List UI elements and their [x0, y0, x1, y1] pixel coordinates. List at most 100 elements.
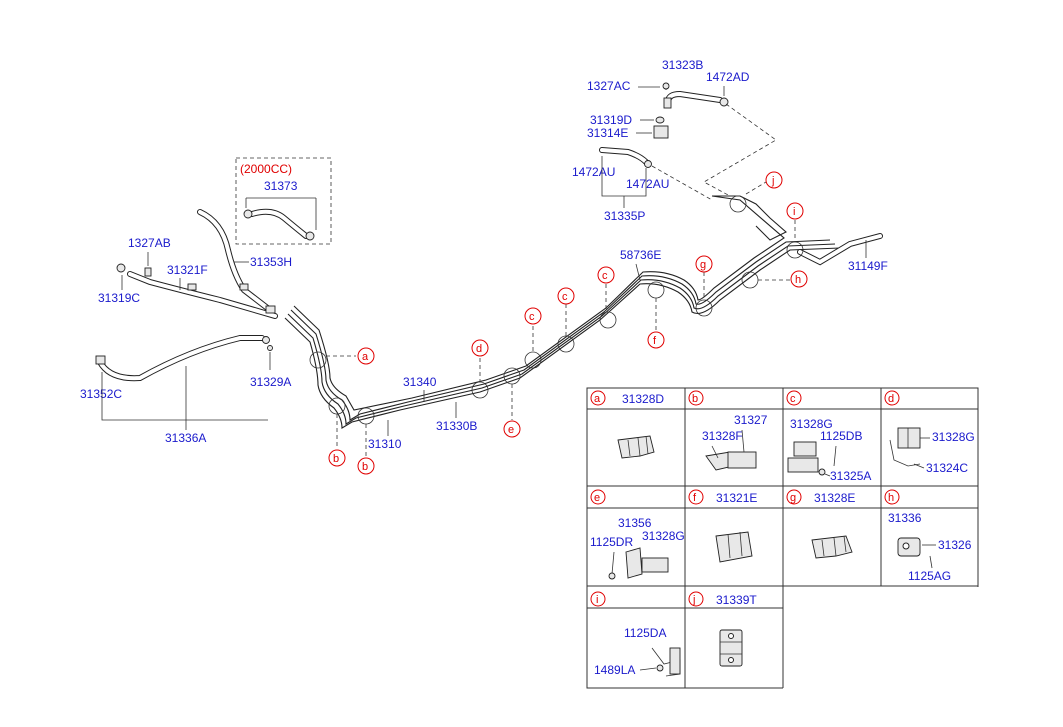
svg-text:1489LA: 1489LA — [594, 663, 635, 677]
legend-table — [586, 387, 979, 689]
svg-text:31339T: 31339T — [716, 593, 757, 607]
hose-31321F — [116, 263, 278, 319]
svg-text:g: g — [700, 259, 706, 271]
callout-i: i — [786, 202, 804, 220]
part-label-1472AU-left: 1472AU — [572, 165, 615, 179]
svg-text:31327: 31327 — [734, 413, 768, 427]
part-label-31319D: 31319D — [590, 113, 632, 127]
svg-text:c: c — [529, 311, 535, 323]
svg-text:h: h — [795, 274, 801, 286]
svg-text:31328G: 31328G — [790, 417, 833, 431]
svg-text:1125DR: 1125DR — [590, 535, 633, 549]
legend-cell-e: e 31356 1125DR 31328G — [590, 489, 685, 580]
hose-31353H — [197, 209, 273, 313]
callout-b2: b — [357, 457, 375, 475]
callout-c3: c — [597, 266, 615, 284]
hose-31323B — [663, 90, 729, 109]
svg-text:d: d — [888, 393, 894, 405]
part-label-31321F: 31321F — [167, 263, 208, 277]
svg-text:f: f — [653, 335, 657, 347]
part-label-31314E: 31314E — [587, 126, 628, 140]
svg-text:c: c — [790, 393, 796, 405]
callout-c1: c — [524, 307, 542, 325]
svg-text:b: b — [333, 453, 339, 465]
callout-b1: b — [328, 449, 346, 467]
hose-31335P — [599, 147, 652, 168]
svg-text:d: d — [476, 343, 482, 355]
legend-cell-h: h 31336 31326 1125AG — [884, 489, 972, 583]
svg-text:31325A: 31325A — [830, 469, 871, 483]
svg-text:31328F: 31328F — [702, 429, 743, 443]
svg-text:31328G: 31328G — [642, 529, 685, 543]
part-label-31340: 31340 — [403, 375, 437, 389]
svg-text:c: c — [562, 291, 568, 303]
svg-text:31328E: 31328E — [814, 491, 855, 505]
part-label-31336A: 31336A — [165, 431, 206, 445]
svg-text:1125DA: 1125DA — [624, 626, 666, 640]
svg-text:j: j — [771, 175, 774, 187]
part-label-31330B: 31330B — [436, 419, 477, 433]
hose-31373 — [243, 197, 317, 241]
callout-a: a — [357, 347, 375, 365]
svg-text:b: b — [692, 393, 698, 405]
callout-c2: c — [557, 287, 575, 305]
svg-text:h: h — [888, 492, 894, 504]
legend-cell-f: f 31321E — [688, 489, 757, 563]
svg-text:31336: 31336 — [888, 511, 922, 525]
svg-text:e: e — [508, 424, 514, 436]
svg-text:c: c — [602, 270, 608, 282]
svg-text:31328G: 31328G — [932, 430, 975, 444]
svg-text:a: a — [594, 393, 601, 405]
part-label-31323B: 31323B — [662, 58, 703, 72]
part-label-31353H: 31353H — [250, 255, 292, 269]
svg-text:31324C: 31324C — [926, 461, 968, 475]
svg-text:31328D: 31328D — [622, 392, 664, 406]
callout-e: e — [503, 420, 521, 438]
part-label-1472AU-right: 1472AU — [626, 177, 669, 191]
svg-text:1125AG: 1125AG — [908, 569, 951, 583]
callout-j: j — [765, 171, 783, 189]
svg-text:31356: 31356 — [618, 516, 652, 530]
svg-text:i: i — [596, 594, 598, 606]
svg-text:b: b — [362, 461, 368, 473]
hose-31336A — [95, 335, 270, 382]
part-label-1327AC: 1327AC — [587, 79, 631, 93]
svg-text:31326: 31326 — [938, 538, 972, 552]
svg-text:g: g — [790, 492, 796, 504]
legend-cell-i: i 1125DA 1489LA — [590, 591, 681, 677]
svg-text:j: j — [692, 594, 695, 606]
svg-text:f: f — [693, 492, 697, 504]
part-label-1472AD: 1472AD — [706, 70, 750, 84]
part-label-31319C: 31319C — [98, 291, 140, 305]
legend-cell-b: b 31327 31328F — [688, 390, 768, 471]
svg-text:e: e — [594, 492, 600, 504]
part-label-31373: 31373 — [264, 179, 298, 193]
part-label-31329A: 31329A — [250, 375, 291, 389]
legend-cell-g: g 31328E — [786, 489, 855, 559]
part-label-1327AB: 1327AB — [128, 236, 171, 250]
variant-box — [235, 157, 332, 245]
callout-leaders — [326, 181, 796, 456]
variant-note: (2000CC) — [240, 162, 292, 176]
part-label-58736E: 58736E — [620, 248, 661, 262]
callout-g: g — [695, 255, 713, 273]
part-label-31310: 31310 — [368, 437, 402, 451]
legend-cell-c: c 31328G 1125DB 31325A — [786, 390, 871, 483]
legend-cell-d: d 31328G 31324C — [884, 390, 975, 475]
pipe-clips — [309, 195, 804, 425]
part-label-31149F: 31149F — [848, 259, 888, 273]
main-pipe-bundle — [284, 195, 841, 429]
callout-d: d — [471, 339, 489, 357]
part-label-31352C: 31352C — [80, 387, 122, 401]
legend-cell-a: a 31328D — [590, 390, 664, 459]
legend-cell-j: j 31339T — [688, 591, 757, 667]
svg-text:1125DB: 1125DB — [820, 429, 862, 443]
hose-31149F — [797, 233, 883, 266]
svg-text:a: a — [362, 351, 369, 363]
callout-h: h — [790, 270, 808, 288]
svg-text:i: i — [793, 206, 795, 218]
svg-text:31321E: 31321E — [716, 491, 757, 505]
part-label-31335P: 31335P — [604, 209, 645, 223]
